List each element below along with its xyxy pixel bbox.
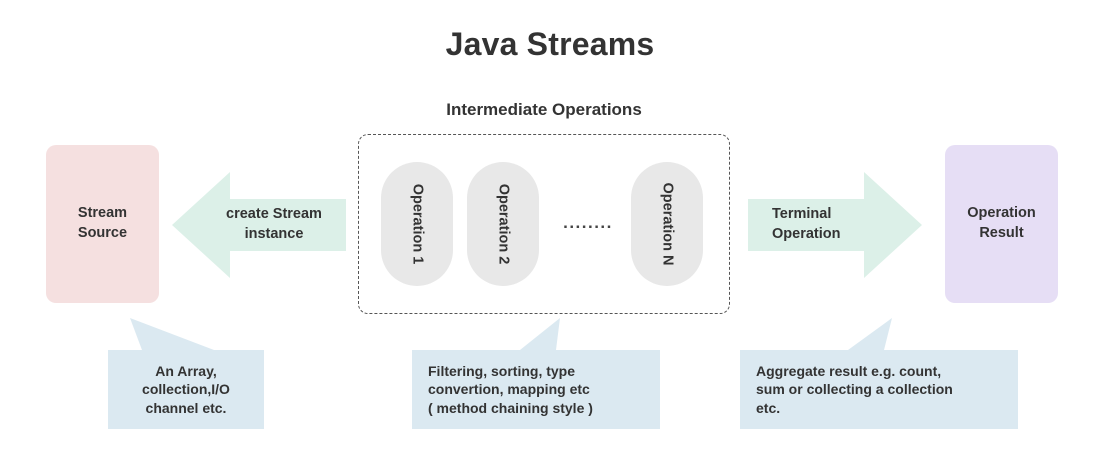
page-title: Java Streams bbox=[445, 26, 655, 62]
intermediate-operations-container: Operation 1 Operation 2 ........ Operati… bbox=[358, 134, 730, 314]
operation-pill-1-label: Operation 1 bbox=[409, 183, 426, 265]
operation-pill-2-label: Operation 2 bbox=[495, 183, 512, 265]
callout-source-line3: channel etc. bbox=[145, 399, 227, 416]
callout-source-line1: An Array, bbox=[155, 363, 217, 380]
callout-intermediate: Filtering, sorting, type convertion, map… bbox=[412, 350, 660, 429]
operation-pill-n: Operation N bbox=[631, 162, 703, 286]
terminal-operation-label-line2: Operation bbox=[772, 225, 841, 242]
create-stream-label-line1: create Stream bbox=[226, 206, 322, 222]
operation-result-label-line1: Operation bbox=[967, 205, 1036, 222]
operations-ellipsis: ........ bbox=[563, 213, 613, 232]
section-title-intermediate-operations: Intermediate Operations bbox=[446, 100, 642, 119]
callout-terminal: Aggregate result e.g. count, sum or coll… bbox=[740, 350, 1018, 429]
stream-source-box: Stream Source bbox=[46, 145, 159, 303]
callout-intermediate-line2: convertion, mapping etc bbox=[428, 381, 590, 398]
create-stream-label-line2: instance bbox=[244, 225, 304, 242]
create-stream-arrow-label: create Stream instance bbox=[208, 205, 340, 244]
operation-pill-1: Operation 1 bbox=[381, 162, 453, 286]
operation-result-box: Operation Result bbox=[945, 145, 1058, 303]
terminal-operation-arrow-label: Terminal Operation bbox=[772, 205, 892, 244]
callout-terminal-line1: Aggregate result e.g. count, bbox=[756, 363, 942, 380]
create-stream-arrow bbox=[170, 170, 346, 280]
stream-source-label-line2: Source bbox=[77, 225, 128, 241]
stream-source-label-line1: Stream bbox=[77, 205, 128, 222]
callout-terminal-tail bbox=[848, 318, 908, 352]
operation-result-label-line2: Result bbox=[979, 225, 1024, 241]
callout-intermediate-tail bbox=[520, 318, 580, 352]
callout-source: An Array, collection,I/O channel etc. bbox=[108, 350, 264, 429]
callout-source-tail bbox=[124, 318, 214, 352]
terminal-operation-arrow bbox=[748, 170, 924, 280]
callout-terminal-line2: sum or collecting a collection bbox=[756, 381, 953, 398]
operation-pill-2: Operation 2 bbox=[467, 162, 539, 286]
callout-intermediate-line3: ( method chaining style ) bbox=[428, 399, 593, 416]
callout-intermediate-line1: Filtering, sorting, type bbox=[428, 363, 576, 380]
terminal-operation-label-line1: Terminal bbox=[772, 206, 832, 222]
callout-source-line2: collection,I/O bbox=[142, 381, 230, 398]
callout-terminal-line3: etc. bbox=[756, 399, 781, 416]
operation-pill-n-label: Operation N bbox=[659, 182, 676, 266]
